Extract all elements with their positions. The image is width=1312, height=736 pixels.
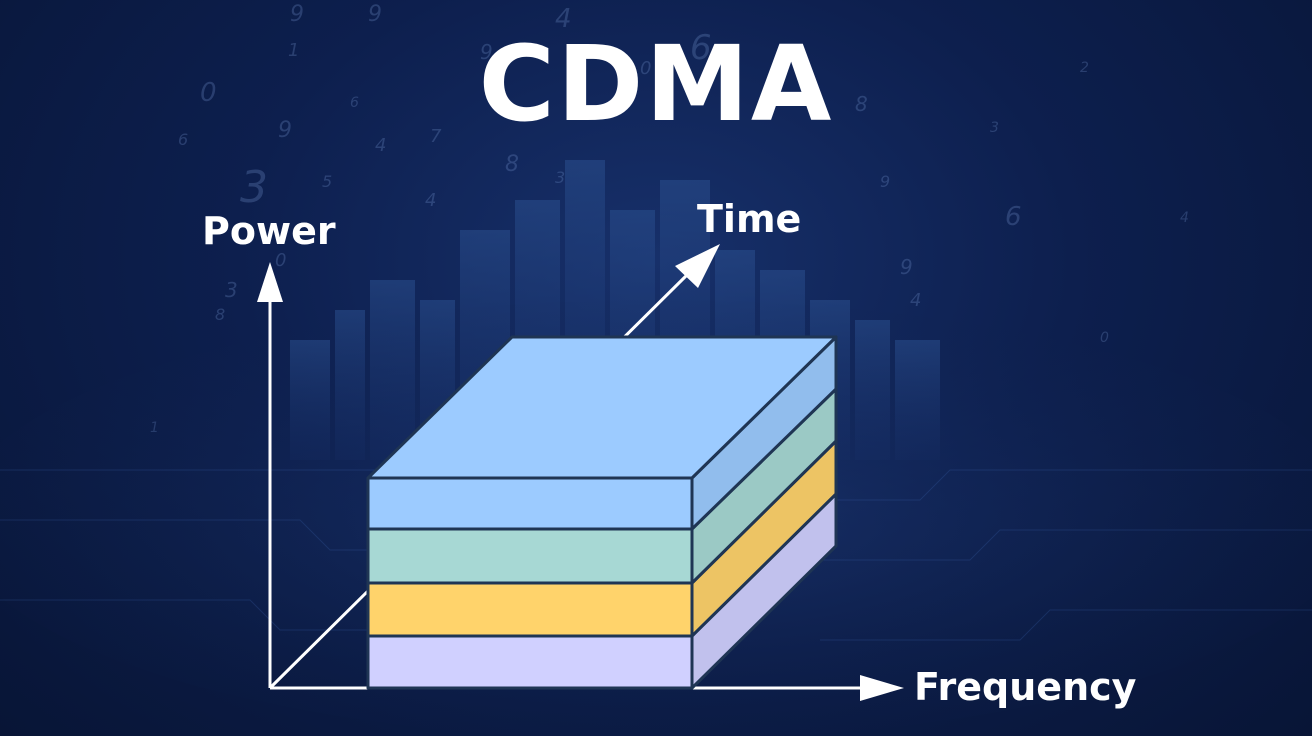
layer-3 bbox=[366, 439, 838, 638]
power-axis-arrowhead bbox=[257, 262, 283, 302]
time-axis-label: Time bbox=[697, 197, 802, 241]
layer-2 bbox=[366, 387, 838, 585]
layer-4-bottom bbox=[366, 492, 838, 690]
frequency-axis-label: Frequency bbox=[914, 665, 1137, 709]
layer-1-top bbox=[366, 335, 838, 531]
page-title: CDMA bbox=[478, 23, 834, 145]
power-axis-label: Power bbox=[202, 209, 336, 253]
time-axis-arrowhead bbox=[675, 244, 720, 288]
frequency-axis-arrowhead bbox=[860, 675, 904, 701]
